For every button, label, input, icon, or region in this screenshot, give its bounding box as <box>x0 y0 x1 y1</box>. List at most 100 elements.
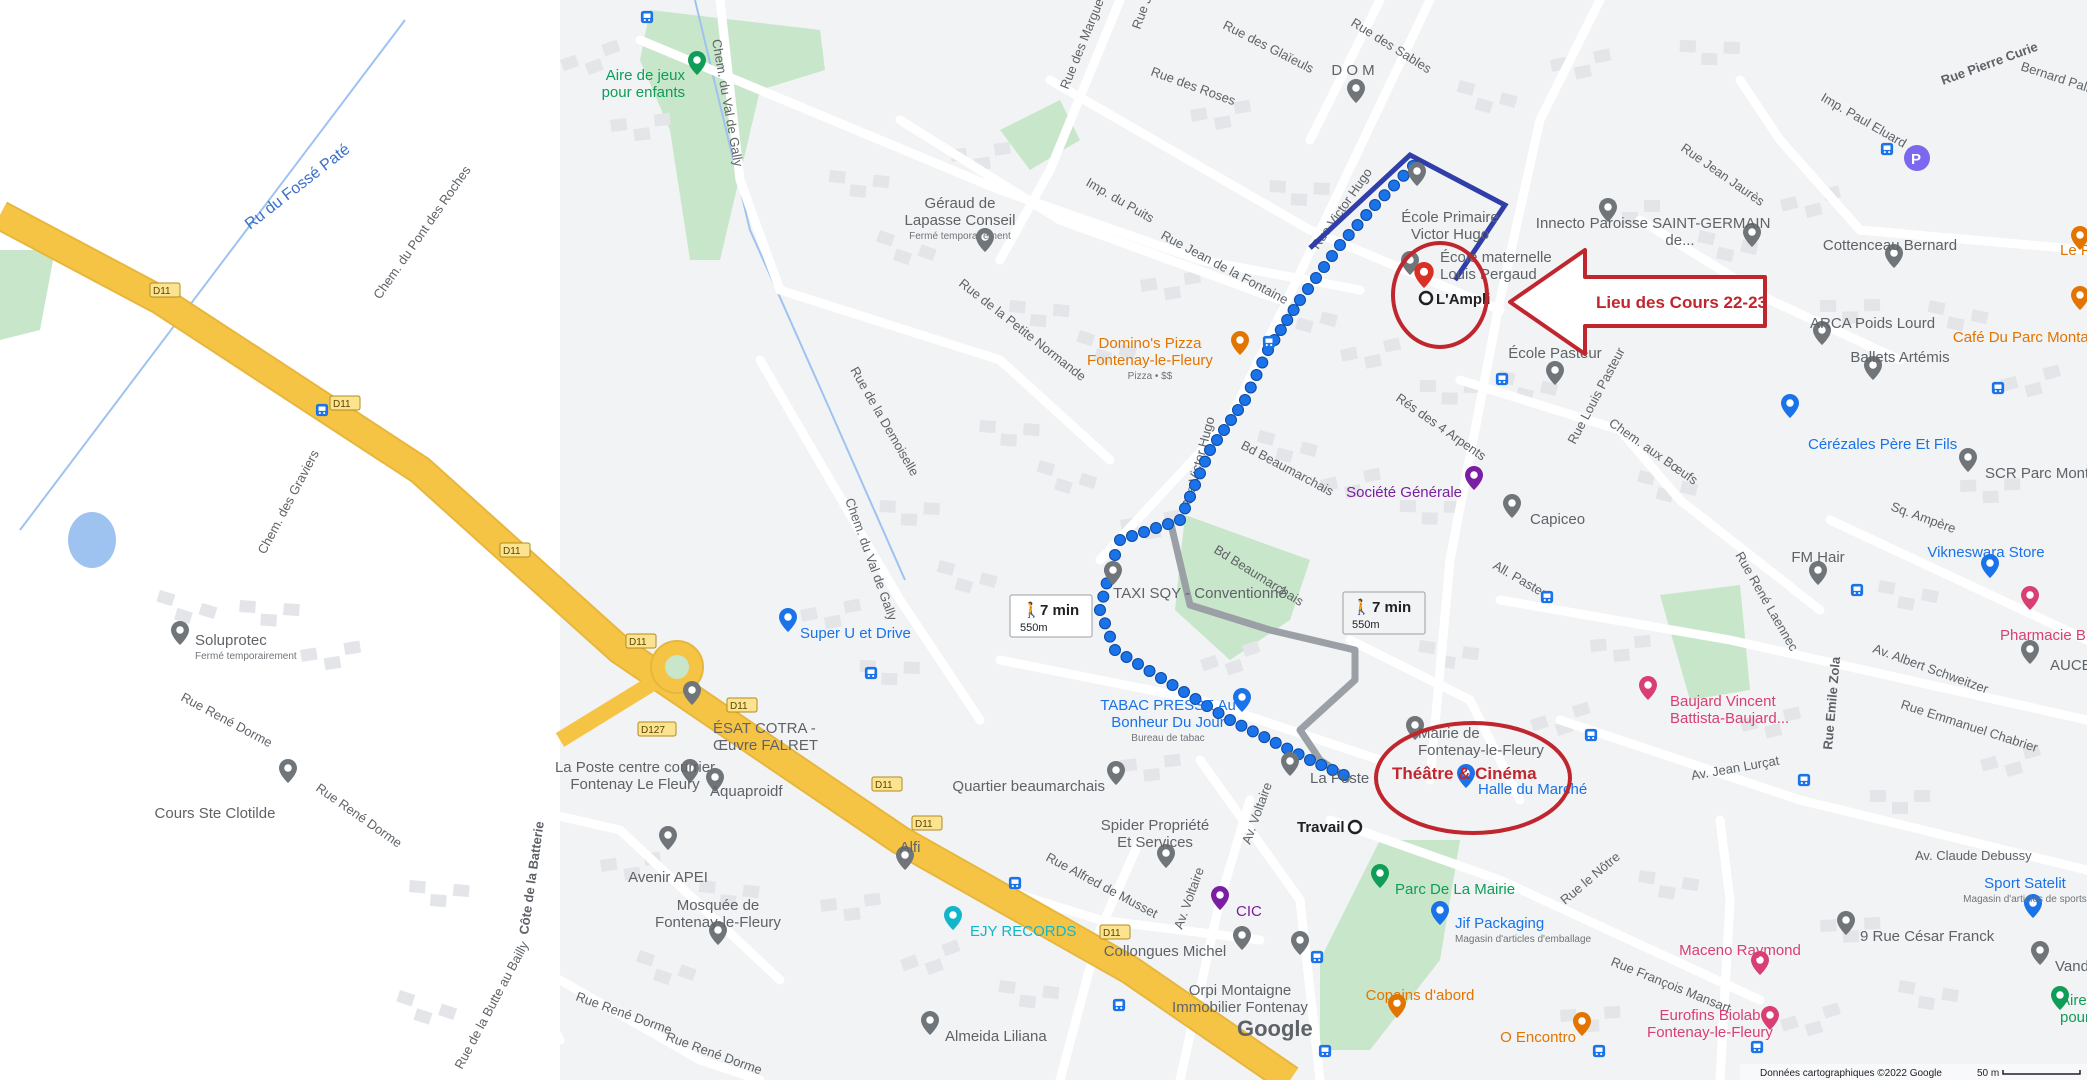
building <box>1008 300 1026 314</box>
building <box>1822 1002 1841 1019</box>
bus-stop-icon[interactable] <box>1311 951 1323 963</box>
poi-superu[interactable]: Super U et Drive <box>779 608 911 642</box>
bus-stop-icon[interactable] <box>1263 336 1275 348</box>
poi-aquaproidf[interactable]: Aquaproidf <box>706 768 783 800</box>
poi-halle[interactable]: Halle du Marché <box>1457 764 1587 798</box>
poi-cottenceau[interactable]: Cottenceau Bernard <box>1823 237 1957 268</box>
poi-o-encontro[interactable]: O Encontro <box>1500 1012 1591 1046</box>
destination-marker[interactable]: L'Ampli <box>1414 262 1490 308</box>
poi-dom[interactable]: D O M <box>1331 62 1375 103</box>
bus-stop-icon[interactable] <box>641 11 653 23</box>
poi-cours-ste[interactable]: Cours Ste Clotilde <box>155 759 297 822</box>
poi-parc-mairie[interactable]: Parc De La Mairie <box>1371 864 1515 898</box>
bus-stop-icon[interactable] <box>1113 999 1125 1011</box>
poi-arca[interactable]: ARCA Poids Lourd <box>1810 315 1935 345</box>
poi-vikneswara[interactable]: Vikneswara Store <box>1927 544 2045 578</box>
bus-stop-icon[interactable] <box>1992 382 2004 394</box>
bus-stop-icon[interactable] <box>1585 729 1597 741</box>
poi-la-poste[interactable]: La Poste <box>1281 752 1369 787</box>
poi-capiceo[interactable]: Capiceo <box>1503 494 1585 528</box>
poi-cafe-parc[interactable]: Café Du Parc Montaigne <box>1953 286 2087 346</box>
poi-label: AUCE Cons... <box>2050 657 2087 674</box>
poi-scr[interactable]: SCR Parc Monta... <box>1959 448 2087 482</box>
poi-avenir[interactable]: Avenir APEI <box>628 826 708 886</box>
route-dot <box>1232 404 1244 416</box>
bus-stop-icon[interactable] <box>865 667 877 679</box>
pond <box>68 512 116 568</box>
walk-time-bubble-1[interactable]: 🚶 7 min 550m <box>1009 594 1093 638</box>
poi-cic[interactable]: CIC <box>1211 886 1262 920</box>
poi-taxi[interactable]: TAXI SQY - Conventionné <box>1104 561 1287 602</box>
poi-societe-generale[interactable]: Société Générale <box>1346 466 1483 501</box>
poi-sublabel: Pizza • $$ <box>1128 371 1173 382</box>
poi-vand[interactable]: Vand... <box>2031 941 2087 975</box>
route-dot <box>1194 467 1206 480</box>
bus-stop-icon[interactable] <box>1593 1045 1605 1057</box>
building <box>1320 476 1339 492</box>
bus-stop-icon[interactable] <box>1798 774 1810 786</box>
poi-cerezales[interactable]: Cérézales Père Et Fils <box>1781 394 1957 453</box>
building <box>1054 477 1073 495</box>
poi-innecto[interactable]: Innecto <box>1536 198 1617 232</box>
poi-fm-hair[interactable]: FM Hair <box>1791 549 1845 585</box>
poi-paroisse[interactable]: Paroisse SAINT-GERMAINde... <box>1590 215 1771 249</box>
poi-quartier[interactable]: Quartier beaumarchais <box>952 761 1125 795</box>
bus-stop-icon[interactable] <box>1751 1041 1763 1053</box>
poi-label: D O M <box>1331 62 1374 79</box>
bus-stop-icon[interactable] <box>1496 373 1508 385</box>
bus-stop-icon[interactable] <box>1851 584 1863 596</box>
poi-copains[interactable]: Copains d'abord <box>1366 987 1475 1018</box>
building <box>820 898 838 912</box>
poi-almeida[interactable]: Almeida Liliana <box>921 1011 1047 1045</box>
route-dot <box>1114 534 1126 546</box>
poi-le-four[interactable]: Le Four Fontenay-le... <box>2060 226 2087 259</box>
footer-bar <box>1740 1064 2087 1080</box>
route-dot <box>1244 381 1257 394</box>
poi-ballets[interactable]: Ballets Artémis <box>1850 349 1950 380</box>
bus-stop-icon[interactable] <box>1319 1045 1331 1057</box>
poi-auce[interactable]: AUCE Cons... <box>2021 640 2087 674</box>
building <box>623 866 641 881</box>
building <box>923 502 940 516</box>
poi-ejy[interactable]: EJY RECORDS <box>944 906 1076 940</box>
poi-label: Cours Ste Clotilde <box>155 805 276 822</box>
walk-time-bubble-2[interactable]: 🚶 7 min 550m <box>1342 591 1426 635</box>
poi-baujard[interactable]: Baujard VincentBattista-Baujard... <box>1639 676 1789 727</box>
park-area <box>1175 515 1310 660</box>
bus-stop-icon[interactable] <box>1881 143 1893 155</box>
poi-label: Œuvre FALRET <box>713 737 818 754</box>
poi-alfi[interactable]: Alfi <box>896 839 920 870</box>
poi-collongues[interactable]: Collongues Michel <box>1104 926 1251 960</box>
poi-esat[interactable]: ÉSAT COTRA -Œuvre FALRET <box>683 681 818 754</box>
route-dot <box>1104 630 1116 643</box>
bus-stop-icon[interactable] <box>1541 591 1553 603</box>
building <box>636 950 656 967</box>
parking-icon[interactable]: P <box>1904 145 1930 171</box>
poi-cesar-franck[interactable]: 9 Rue César Franck <box>1837 911 1995 945</box>
poi-aire-jeux-2[interactable]: Aire de J...pour Enfa... <box>2051 986 2087 1026</box>
poi-pharmacie[interactable]: Pharmacie B... <box>2000 586 2087 644</box>
poi-label: Le Four Fontenay-le... <box>2060 242 2087 259</box>
origin-marker[interactable]: Travail <box>1297 819 1363 836</box>
building <box>677 964 697 981</box>
bus-stop-icon[interactable] <box>316 404 328 416</box>
building <box>413 1008 433 1025</box>
bus-stop-icon[interactable] <box>1009 877 1021 889</box>
building <box>1036 460 1056 477</box>
building <box>1999 375 2019 392</box>
poi-maceno[interactable]: Maceno Raymond <box>1679 942 1801 975</box>
